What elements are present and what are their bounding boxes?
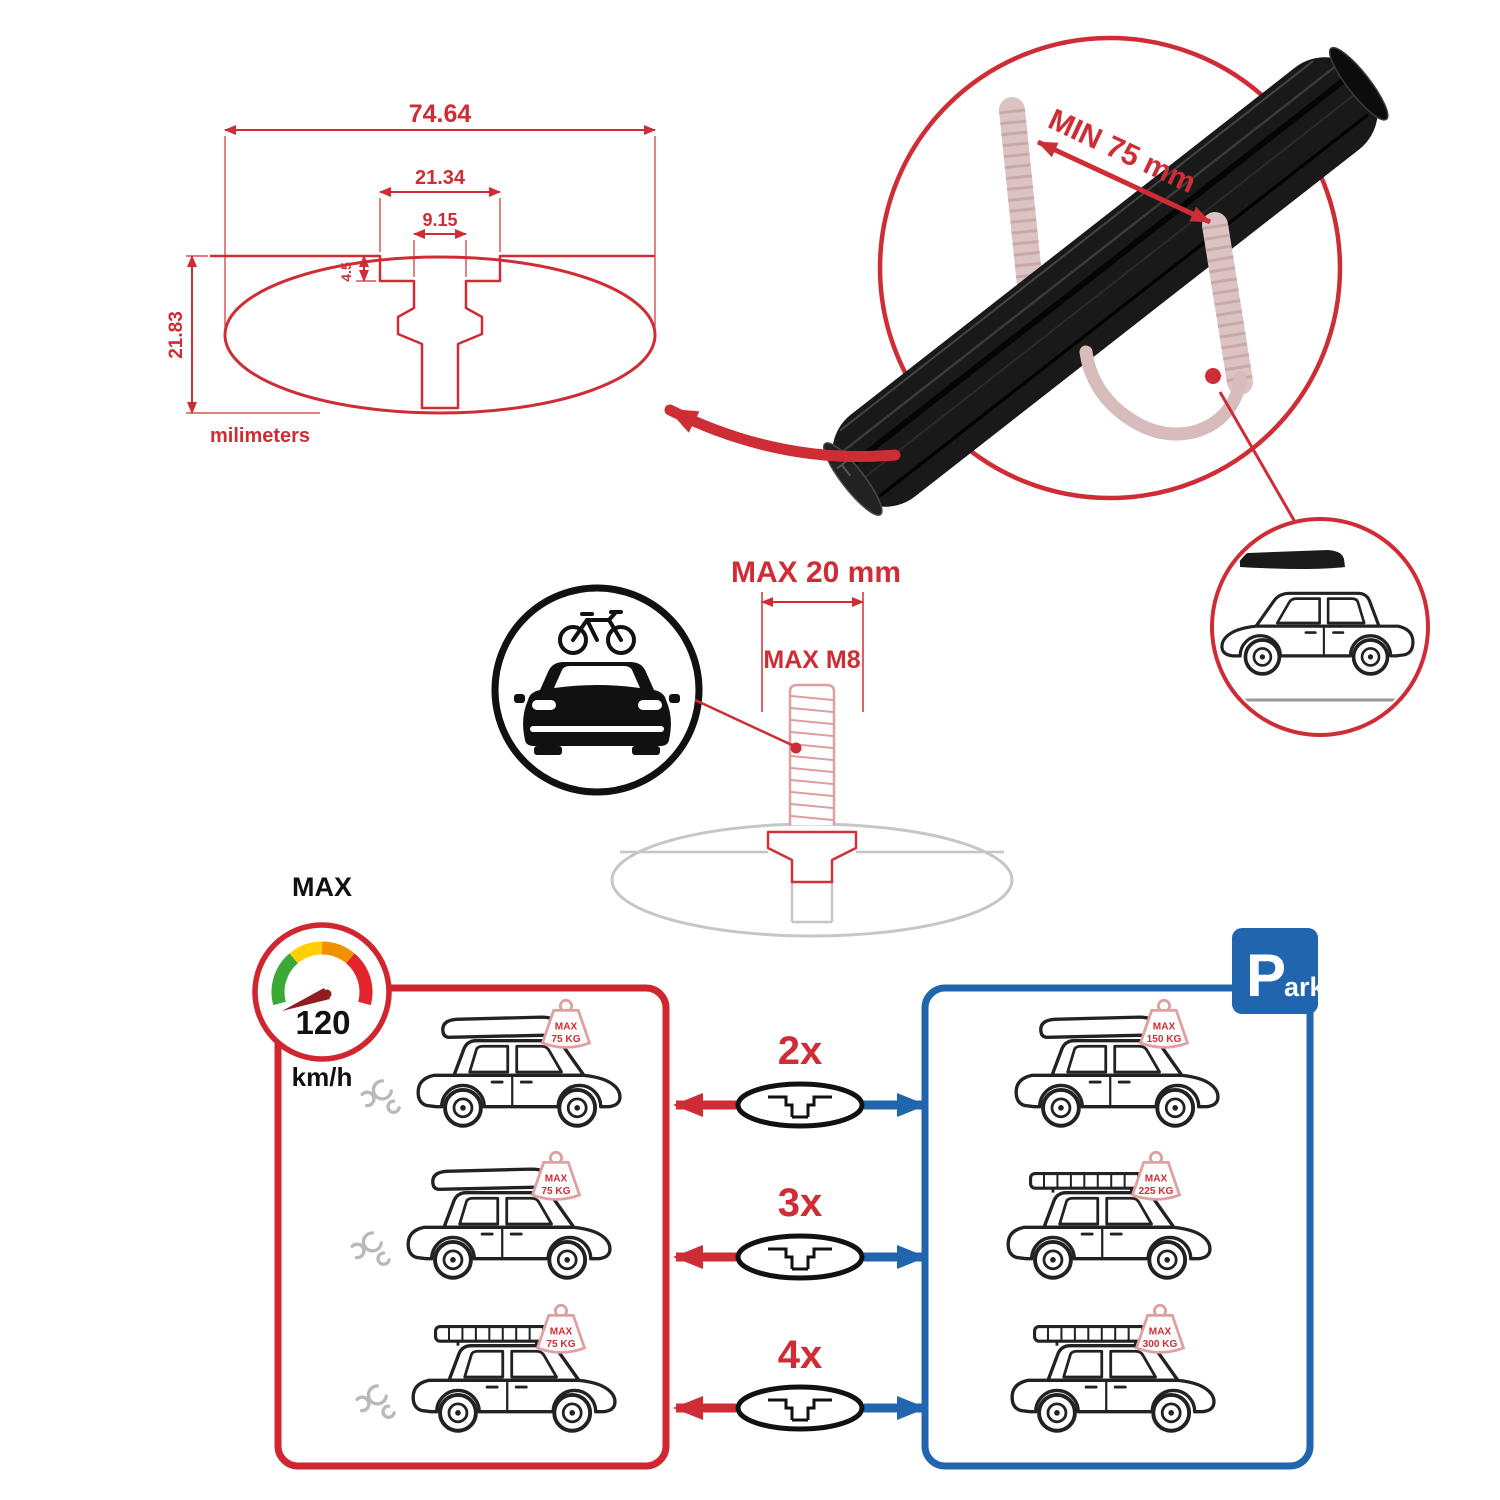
suv-roofbox-circle <box>1210 517 1430 737</box>
leader-line-bolt <box>694 698 795 748</box>
multiplier-label: 3x <box>778 1181 823 1225</box>
dim-step-depth: 4.5 <box>338 262 354 282</box>
load-capacity-section: P ark MAX 120 km/h 2x 3 <box>252 872 1326 1470</box>
badge-title: MAX <box>550 1326 573 1337</box>
u-bolt-rear-leg <box>999 97 1045 318</box>
speed-limit-gauge: MAX 120 km/h <box>252 872 392 1092</box>
dim-total-width: 74.64 <box>409 100 472 128</box>
multiplier-row-3x: 3x <box>673 1181 927 1281</box>
badge-value: 225 KG <box>1139 1186 1174 1197</box>
badge-value: 75 KG <box>541 1186 570 1197</box>
leader-dot <box>790 742 802 754</box>
t-slot-adapter-head <box>766 830 858 884</box>
roof-load-badge: MAX 75 KG <box>530 1150 582 1201</box>
u-bolt-front-leg <box>1079 212 1253 441</box>
t-slot-profile-outline <box>210 254 655 410</box>
u-bolt-bend <box>1079 345 1247 441</box>
badge-value: 75 KG <box>546 1339 575 1350</box>
badge-title: MAX <box>1153 1021 1176 1032</box>
pointer-arrow-to-drawing <box>664 404 901 462</box>
roof-load-badge: MAX 300 KG <box>1134 1303 1186 1354</box>
badge-value: 75 KG <box>551 1034 580 1045</box>
roof-load-badge: MAX 150 KG <box>1138 998 1190 1049</box>
attachment-point-dot <box>1205 368 1221 384</box>
roof-load-badge: MAX 225 KG <box>1130 1150 1182 1201</box>
bolt-width-label: MAX 20 mm <box>731 556 901 589</box>
badge-value: 150 KG <box>1147 1034 1182 1045</box>
car-front-icon <box>514 662 680 755</box>
gauge-needle <box>282 988 330 1011</box>
crossbar-detail-view: MIN 75 mm <box>664 35 1430 737</box>
bar-end-cap <box>1328 46 1389 121</box>
badge-title: MAX <box>545 1173 568 1184</box>
car-front-bike-circle <box>491 584 703 796</box>
crossbar-section-icon <box>735 1081 865 1129</box>
threaded-bolt <box>766 683 858 884</box>
multiplier-row-2x: 2x <box>673 1029 927 1129</box>
dim-total-height: 21.83 <box>166 311 187 359</box>
dimension-lines <box>186 125 656 414</box>
bolt-spec-diagram: MAX 20 mm MAX M8 <box>491 556 1014 938</box>
bike-icon <box>558 610 636 655</box>
gauge-value: 120 <box>295 1004 350 1041</box>
parked-car-2: MAX 225 KG <box>1006 1150 1212 1280</box>
gauge-arc <box>271 941 373 1006</box>
driving-car-3: MAX 75 KG <box>355 1303 617 1433</box>
driving-car-2: MAX 75 KG <box>350 1150 612 1280</box>
crossbar-section-icon <box>735 1384 865 1432</box>
bolt-thread-label: MAX M8 <box>763 646 860 674</box>
badge-title: MAX <box>555 1021 578 1032</box>
cross-section-dimension-drawing: 74.64 21.34 9.15 4.5 21.83 milimeters <box>166 100 657 447</box>
bolt-width-measure: MAX 20 mm MAX M8 <box>731 556 901 712</box>
dim-slot-inner: 9.15 <box>422 210 457 230</box>
parking-sign: P ark <box>1232 928 1326 1014</box>
dim-unit-label: milimeters <box>210 425 310 447</box>
parked-car-1: MAX 150 KG <box>1014 998 1220 1128</box>
multiplier-label: 2x <box>778 1029 823 1073</box>
gauge-title: MAX <box>292 872 352 902</box>
suv-illustration <box>1220 550 1415 702</box>
dim-slot-outer: 21.34 <box>415 167 466 189</box>
badge-title: MAX <box>1145 1173 1168 1184</box>
gauge-unit: km/h <box>292 1062 353 1092</box>
multiplier-row-4x: 4x <box>673 1333 927 1432</box>
parked-car-3: MAX 300 KG <box>1010 1303 1216 1433</box>
connector-line-suv <box>1218 391 1297 523</box>
dimension-labels: 74.64 21.34 9.15 4.5 21.83 milimeters <box>166 100 471 447</box>
badge-value: 300 KG <box>1143 1339 1178 1350</box>
crossbar-section-icon <box>735 1233 865 1281</box>
parking-sign-suffix: ark <box>1284 972 1326 1002</box>
bar-oval-outline <box>210 254 657 415</box>
multiplier-label: 4x <box>778 1333 823 1377</box>
badge-title: MAX <box>1149 1326 1172 1337</box>
driving-car-1: MAX 75 KG <box>360 998 622 1128</box>
roof-load-badge: MAX 75 KG <box>535 1303 587 1354</box>
roof-load-badge: MAX 75 KG <box>540 998 592 1049</box>
roof-box <box>1239 550 1345 569</box>
parking-sign-letter: P <box>1246 942 1286 1009</box>
